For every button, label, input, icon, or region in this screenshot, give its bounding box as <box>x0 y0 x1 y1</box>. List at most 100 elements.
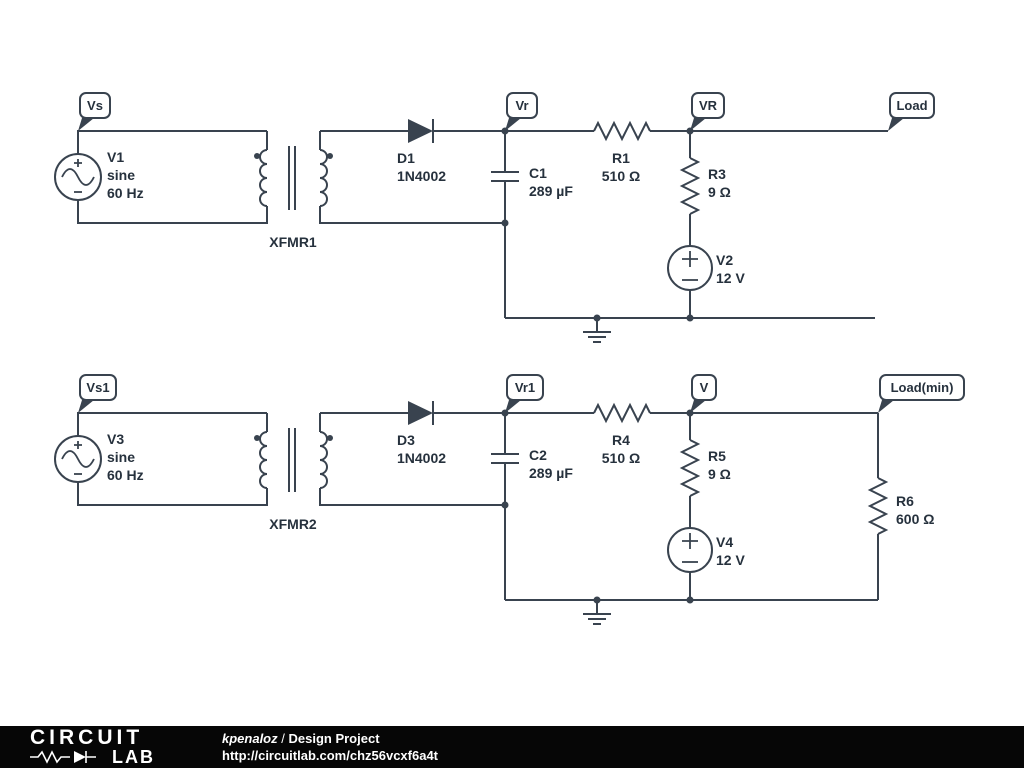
v2-value: 12 V <box>716 270 745 286</box>
voltage-source-v4[interactable]: V4 12 V <box>667 527 745 573</box>
flag-load[interactable]: Load <box>888 92 935 131</box>
ground-bars <box>583 331 611 343</box>
plus-mark <box>74 441 82 449</box>
voltage-source-v1[interactable]: V1 sine 60 Hz <box>54 149 144 201</box>
resistor-r4[interactable]: R4 510 Ω <box>593 402 651 466</box>
circuitlab-logo[interactable]: CIRCUIT LAB <box>30 726 182 767</box>
ground-symbol[interactable] <box>583 331 611 343</box>
primary-coil <box>259 431 268 489</box>
project-byline: kpenaloz / Design Project <box>222 730 438 747</box>
capacitor-c1[interactable]: C1 289 µF <box>491 165 573 199</box>
source-body <box>667 527 713 573</box>
source-body <box>667 245 713 291</box>
d3-part: 1N4002 <box>397 450 446 466</box>
flag-vs-label: Vs <box>87 98 103 113</box>
flag-vs[interactable]: Vs <box>78 92 111 131</box>
c2-name: C2 <box>529 447 547 463</box>
ground-symbol[interactable] <box>583 613 611 625</box>
capacitor-plates <box>491 171 519 182</box>
capacitor-c2[interactable]: C2 289 µF <box>491 447 573 481</box>
logo-waveform-diode-icon <box>30 750 96 764</box>
voltage-source-v2[interactable]: V2 12 V <box>667 245 745 291</box>
schematic-canvas: Vs Vr VR Load V1 sine 60 Hz XFMR1 D <box>54 92 965 625</box>
plus-mark <box>74 159 82 167</box>
flag-vr[interactable]: Vr <box>505 92 538 131</box>
resistor-r6[interactable]: R6 600 Ω <box>867 477 934 535</box>
flag-pointer <box>505 400 521 413</box>
logo-lab-text: LAB <box>112 746 155 767</box>
xfmr2-name: XFMR2 <box>269 516 317 532</box>
diode-anode <box>408 119 433 143</box>
junction-dot <box>501 219 509 227</box>
v1-name: V1 <box>107 149 124 165</box>
flag-load-min[interactable]: Load(min) <box>878 374 965 413</box>
flag-box <box>506 92 538 119</box>
flag-load-label: Load <box>896 98 927 113</box>
flag-box <box>879 374 965 401</box>
r1-name: R1 <box>612 150 630 166</box>
r6-value: 600 Ω <box>896 511 934 527</box>
v1-frequency: 60 Hz <box>107 185 144 201</box>
c2-value: 289 µF <box>529 465 573 481</box>
r3-name: R3 <box>708 166 726 182</box>
r5-value: 9 Ω <box>708 466 731 482</box>
plus-mark <box>682 251 698 267</box>
r4-name: R4 <box>612 432 630 448</box>
r1-value: 510 Ω <box>602 168 640 184</box>
flag-pointer <box>78 118 94 131</box>
xfmr1-name: XFMR1 <box>269 234 317 250</box>
flag-box <box>889 92 935 119</box>
junction-dot <box>501 127 509 135</box>
flag-v[interactable]: V <box>690 374 717 413</box>
junction-dot <box>593 314 601 322</box>
flag-box <box>79 374 117 401</box>
junction-dot <box>686 596 694 604</box>
flag-box <box>79 92 111 119</box>
polarity-dot <box>254 153 260 159</box>
transformer-xfmr2[interactable]: XFMR2 <box>254 428 333 532</box>
v4-name: V4 <box>716 534 733 550</box>
flag-vout-label: VR <box>699 98 718 113</box>
ground-bars <box>583 613 611 625</box>
v2-name: V2 <box>716 252 733 268</box>
flag-vr-label: Vr <box>515 98 528 113</box>
flag-vr1[interactable]: Vr1 <box>505 374 544 413</box>
project-url[interactable]: http://circuitlab.com/chz56vcxf6a4t <box>222 748 439 763</box>
flag-pointer <box>690 118 706 131</box>
flag-pointer <box>78 400 94 413</box>
junction-dot <box>686 409 694 417</box>
flag-vs1[interactable]: Vs1 <box>78 374 117 413</box>
flag-load-min-label: Load(min) <box>891 380 954 395</box>
resistor-zigzag <box>867 477 889 535</box>
project-meta: kpenaloz / Design Project http://circuit… <box>222 730 438 764</box>
resistor-r3[interactable]: R3 9 Ω <box>679 157 731 215</box>
secondary-coil <box>319 431 328 489</box>
d1-part: 1N4002 <box>397 168 446 184</box>
resistor-zigzag <box>593 402 651 424</box>
diode-d1[interactable]: D1 1N4002 <box>397 119 446 184</box>
flag-vout[interactable]: VR <box>690 92 725 131</box>
logo-circuit-text: CIRCUIT <box>30 726 144 749</box>
r6-name: R6 <box>896 493 914 509</box>
project-title: Design Project <box>288 731 380 746</box>
footer-bar: CIRCUIT LAB kpenaloz / Design Project ht… <box>0 726 1024 768</box>
flag-pointer <box>505 118 521 131</box>
flag-v-label: V <box>700 380 709 395</box>
flag-box <box>691 92 725 119</box>
transformer-xfmr1[interactable]: XFMR1 <box>254 146 333 250</box>
junction-dot <box>501 409 509 417</box>
resistor-r5[interactable]: R5 9 Ω <box>679 439 731 497</box>
circuit2-junctions <box>501 409 694 604</box>
flag-pointer <box>878 400 894 413</box>
resistor-zigzag <box>679 439 701 497</box>
voltage-source-v3[interactable]: V3 sine 60 Hz <box>54 431 144 483</box>
capacitor-plates <box>491 453 519 464</box>
plus-mark <box>682 533 698 549</box>
diode-d3[interactable]: D3 1N4002 <box>397 401 446 466</box>
circuit1-junctions <box>501 127 694 322</box>
v3-waveform: sine <box>107 449 135 465</box>
resistor-r1[interactable]: R1 510 Ω <box>593 120 651 184</box>
primary-coil <box>259 149 268 207</box>
v3-name: V3 <box>107 431 124 447</box>
v3-frequency: 60 Hz <box>107 467 144 483</box>
